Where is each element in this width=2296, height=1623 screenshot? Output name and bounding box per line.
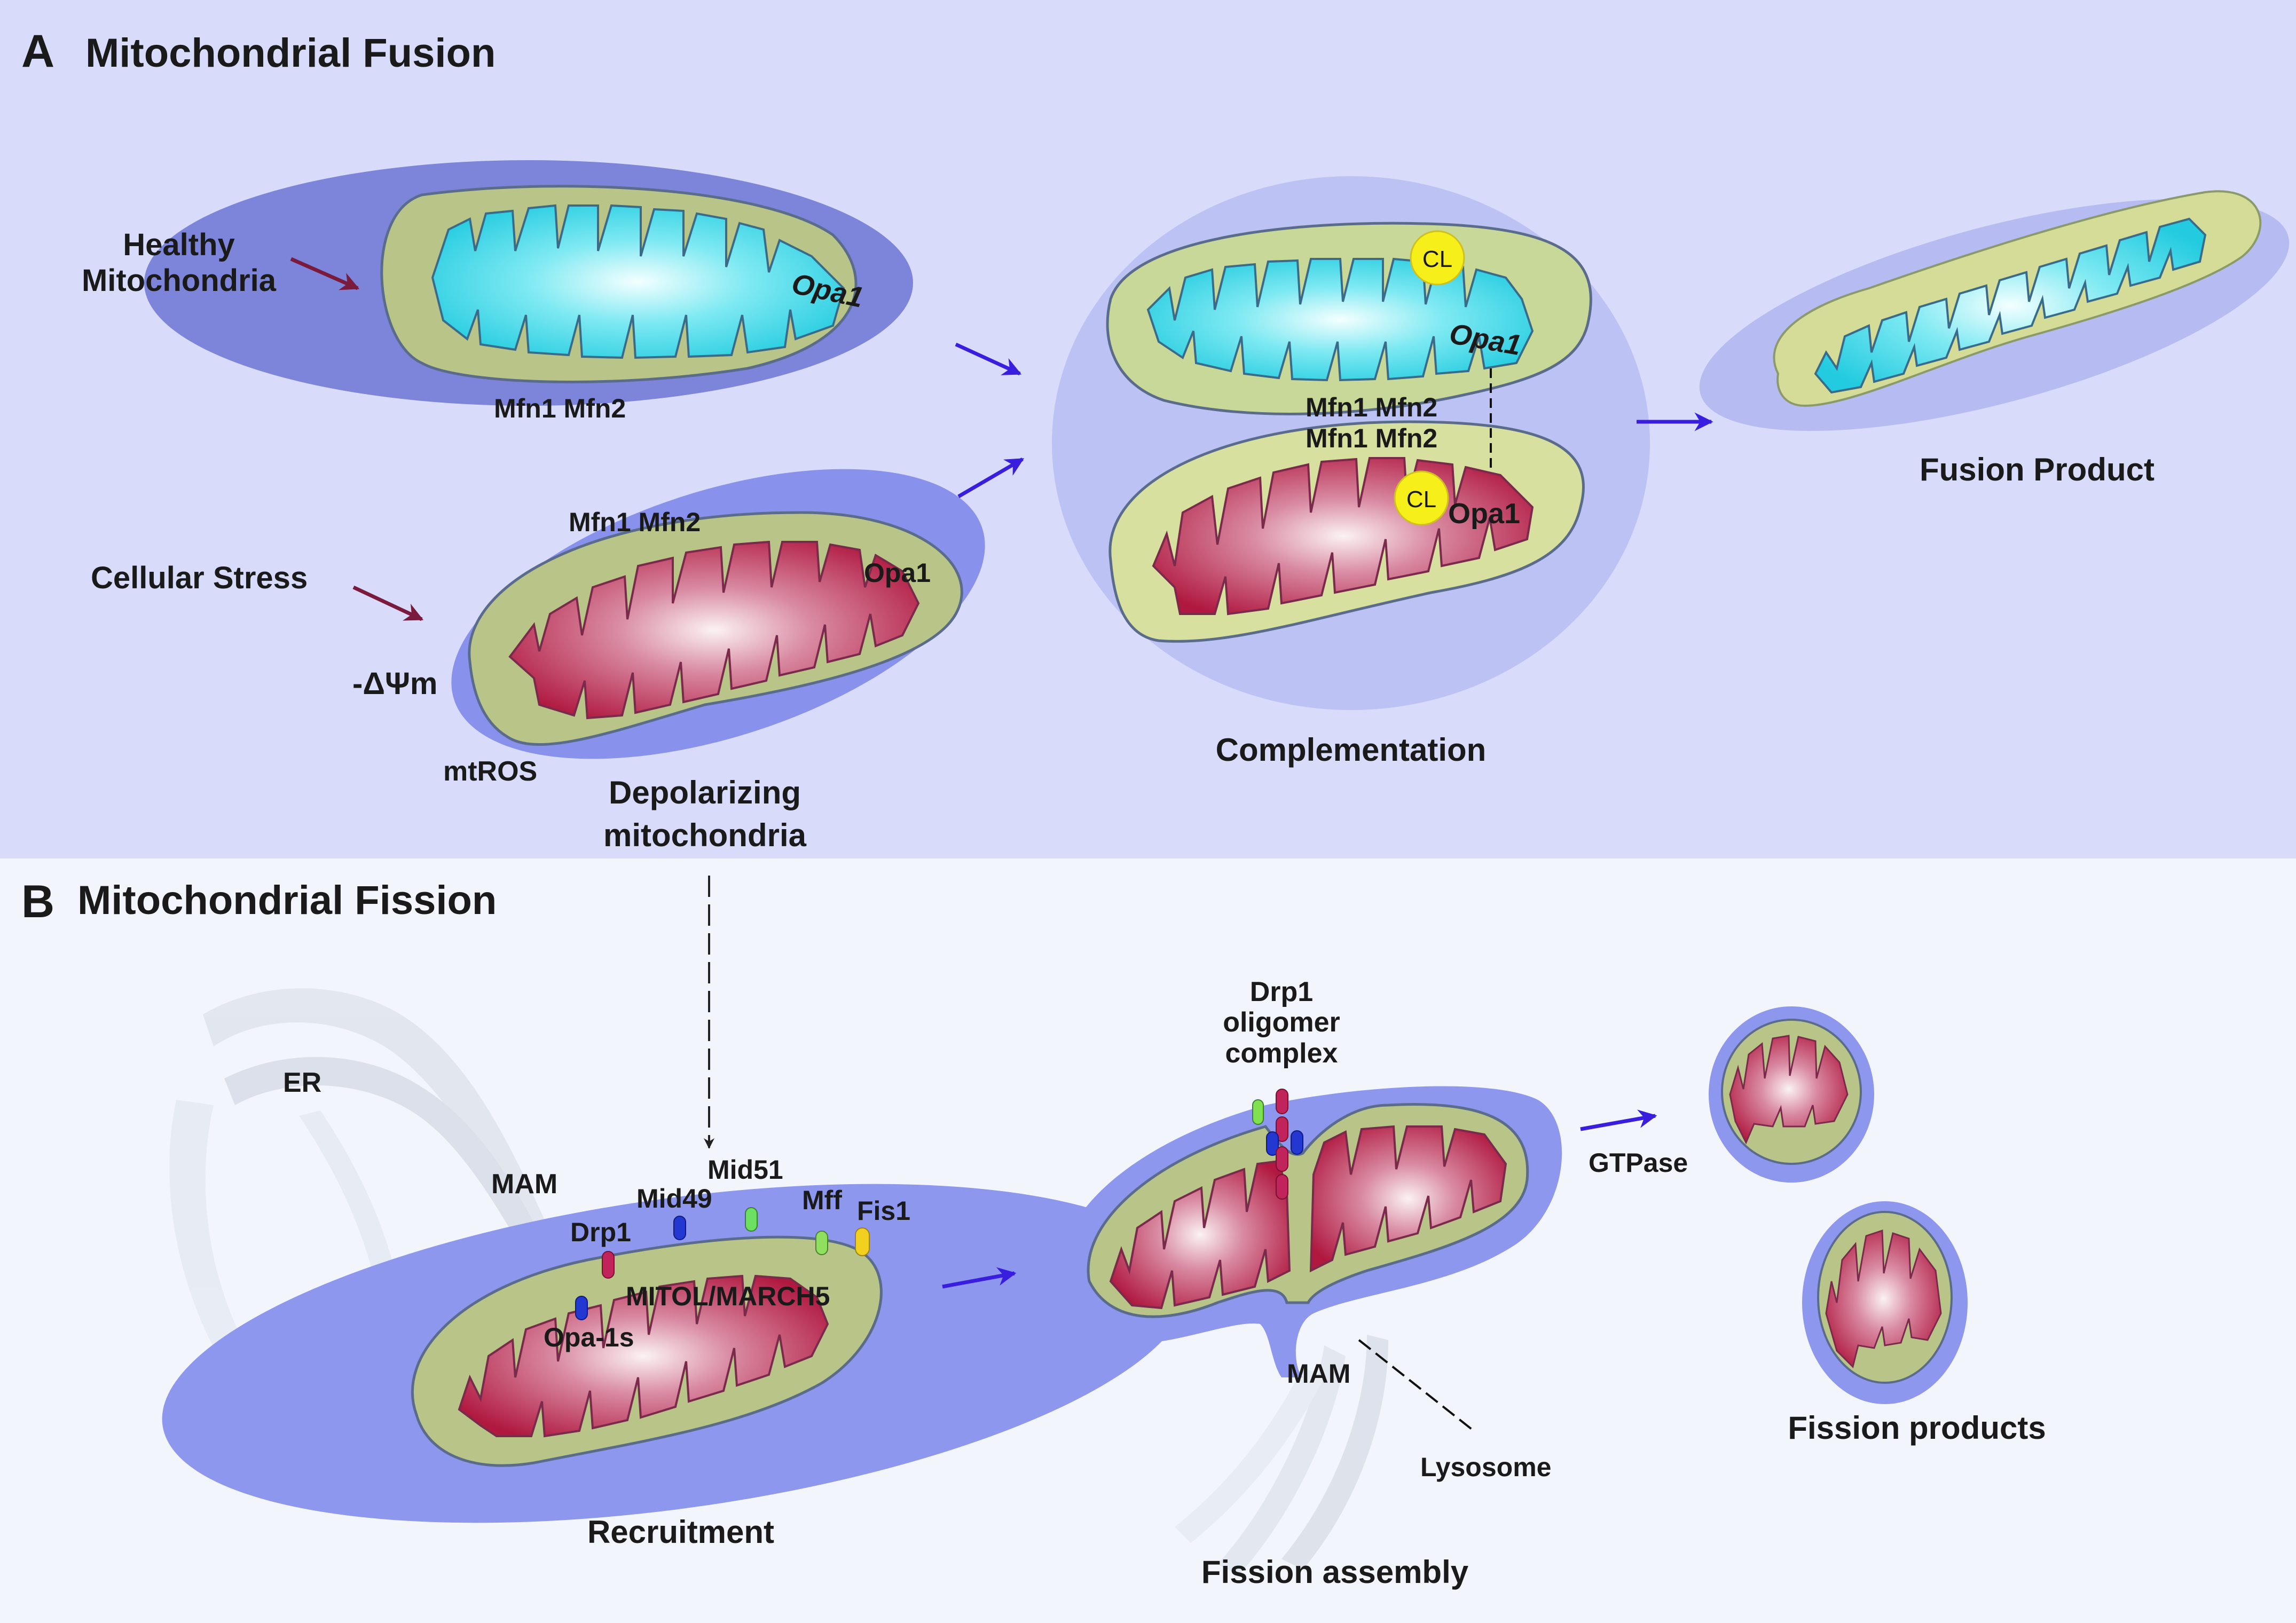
complementation-label: Complementation bbox=[1216, 732, 1487, 768]
mid51-label: Mid51 bbox=[707, 1155, 783, 1185]
gtpase-label: GTPase bbox=[1589, 1148, 1688, 1178]
er-sheet-1 bbox=[203, 988, 555, 1260]
fusion-arrow-bottom bbox=[957, 457, 1025, 499]
mam-wisp-1 bbox=[1217, 1345, 1346, 1575]
mtros-label: mtROS bbox=[443, 756, 537, 787]
fission-product-1 bbox=[1709, 1006, 1874, 1183]
drp1-protein-marker bbox=[602, 1251, 615, 1279]
product2-cristae bbox=[1825, 1229, 1942, 1368]
comp-top-cristae bbox=[1146, 257, 1534, 382]
dpsi-label: -ΔΨm bbox=[352, 666, 438, 701]
mam-wisp-3 bbox=[1175, 1367, 1324, 1543]
recruit-cristae bbox=[458, 1274, 829, 1438]
fission-product-2 bbox=[1802, 1201, 1968, 1404]
mid49-protein-marker bbox=[673, 1216, 686, 1240]
comp-bottom-opa1: Opa1 bbox=[1448, 498, 1520, 530]
drp1-oligo-line1: Drp1 bbox=[1250, 976, 1313, 1007]
opa1s-protein-marker bbox=[575, 1296, 588, 1320]
drp1-label: Drp1 bbox=[570, 1217, 631, 1247]
er-label: ER bbox=[283, 1067, 321, 1098]
mam-right-label: MAM bbox=[1287, 1359, 1350, 1389]
oligomer-capsule-blue-1 bbox=[1266, 1131, 1279, 1156]
drp1-oligo-line2: oligomer bbox=[1223, 1007, 1340, 1038]
panel-b-letter: B bbox=[21, 876, 54, 927]
oligomer-capsule-green bbox=[1252, 1099, 1264, 1125]
fission-assembly-label: Fission assembly bbox=[1201, 1554, 1469, 1590]
cl-bottom-circle bbox=[1394, 470, 1449, 526]
mitol-label: MITOL/MARCH5 bbox=[626, 1281, 830, 1311]
lysosome-pointer bbox=[1358, 1339, 1475, 1432]
stress-label: Cellular Stress bbox=[91, 561, 308, 595]
cl-top-label: CL bbox=[1422, 246, 1452, 272]
er-sheet-2 bbox=[224, 1057, 534, 1233]
healthy-mfn: Mfn1 Mfn2 bbox=[494, 393, 626, 423]
panel-b-title: Mitochondrial Fission bbox=[77, 878, 497, 923]
assembly-mam-wisps bbox=[1175, 1335, 1388, 1575]
oligomer-capsule-red-1 bbox=[1276, 1089, 1288, 1114]
mid49-label: Mid49 bbox=[636, 1184, 712, 1214]
mff-protein-marker bbox=[815, 1231, 828, 1255]
fission-assembly-mitochondrion bbox=[1058, 1086, 1562, 1377]
opa1s-label: Opa-1s bbox=[544, 1322, 634, 1352]
healthy-mitochondrion bbox=[144, 160, 913, 406]
oligomer-capsule-red-2 bbox=[1276, 1116, 1288, 1142]
complementation-group bbox=[1052, 176, 1650, 710]
mam-left-label: MAM bbox=[491, 1169, 557, 1200]
depol-label-line2: mitochondria bbox=[603, 817, 807, 853]
oligomer-capsule-red-3 bbox=[1276, 1146, 1288, 1172]
fission-products-label: Fission products bbox=[1788, 1410, 2046, 1446]
depol-cristae bbox=[508, 540, 920, 720]
mff-label: Mff bbox=[802, 1185, 842, 1215]
healthy-cristae bbox=[431, 204, 845, 359]
recruitment-mitochondrion bbox=[162, 1184, 1189, 1523]
panel-a-letter: A bbox=[21, 26, 54, 77]
fusion-arrow-top bbox=[955, 342, 1022, 376]
stress-arrow bbox=[352, 585, 424, 621]
product1-cristae bbox=[1729, 1035, 1849, 1145]
fis1-label: Fis1 bbox=[857, 1196, 910, 1226]
comp-top-mfn: Mfn1 Mfn2 bbox=[1306, 392, 1437, 422]
healthy-label-line2: Mitochondria bbox=[82, 263, 277, 298]
er-sheet-3 bbox=[169, 1100, 251, 1367]
assembly-to-products-arrow bbox=[1580, 1109, 1657, 1131]
depol-opa1: Opa1 bbox=[864, 558, 931, 588]
recruit-to-assembly-arrow bbox=[942, 1267, 1017, 1289]
depol-label-line1: Depolarizing bbox=[609, 775, 801, 810]
comp-bottom-mfn: Mfn1 Mfn2 bbox=[1306, 423, 1437, 453]
drp1-oligo-line3: complex bbox=[1225, 1038, 1338, 1069]
mid51-protein-marker bbox=[745, 1207, 758, 1232]
cl-top-circle bbox=[1410, 230, 1465, 286]
oligomer-capsule-blue-2 bbox=[1291, 1130, 1303, 1155]
fis1-protein-marker bbox=[855, 1227, 870, 1256]
oligomer-capsule-red-4 bbox=[1276, 1174, 1288, 1200]
fusion-product-label: Fusion Product bbox=[1920, 452, 2155, 487]
fusion-product-mitochondrion bbox=[1699, 190, 2290, 431]
depolarizing-mitochondrion bbox=[451, 469, 985, 759]
assembly-right-cristae bbox=[1309, 1125, 1507, 1273]
healthy-arrow bbox=[290, 257, 360, 290]
mam-wisp-2 bbox=[1281, 1335, 1388, 1570]
healthy-label-line1: Healthy bbox=[123, 227, 235, 262]
depol-mfn: Mfn1 Mfn2 bbox=[569, 507, 701, 537]
drp1-oligomer-stack bbox=[1252, 1089, 1303, 1200]
cl-bottom-label: CL bbox=[1406, 486, 1436, 513]
panel-a-title: Mitochondrial Fusion bbox=[85, 30, 496, 76]
fusion-cristae bbox=[1814, 217, 2207, 394]
recruitment-label: Recruitment bbox=[587, 1514, 774, 1550]
lysosome-label: Lysosome bbox=[1420, 1452, 1551, 1482]
